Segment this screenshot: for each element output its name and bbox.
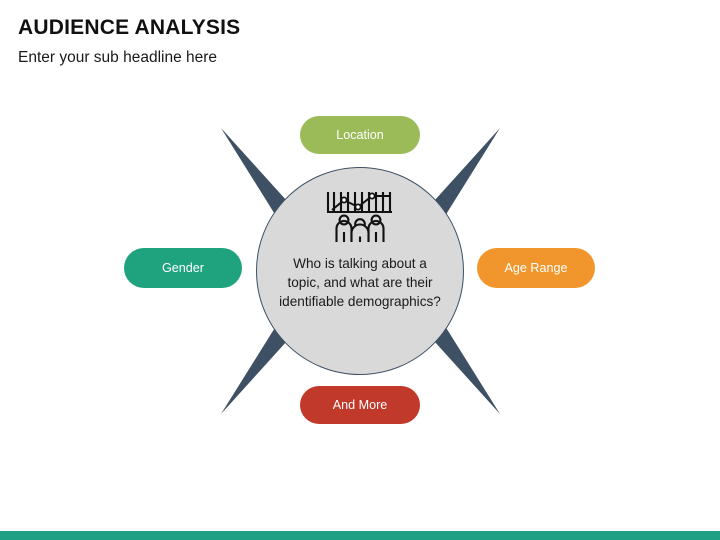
audience-demographics-icon xyxy=(326,192,392,242)
page-title: AUDIENCE ANALYSIS xyxy=(18,16,241,39)
pill-gender-label: Gender xyxy=(161,261,204,275)
pill-location[interactable]: Location xyxy=(300,116,420,154)
center-text-line-2: topic, and what are their xyxy=(287,275,433,290)
pill-age-range-label: Age Range xyxy=(504,261,568,275)
spoke-bottom-left xyxy=(221,318,296,414)
center-circle: Who is talking about a topic, and what a… xyxy=(256,167,464,375)
pill-gender[interactable]: Gender xyxy=(124,248,242,288)
center-text-line-1: Who is talking about a xyxy=(293,256,427,271)
pill-and-more-label: And More xyxy=(332,398,388,412)
center-text-line-3: identifiable demographics? xyxy=(279,294,441,309)
spoke-top-left xyxy=(221,128,296,224)
pill-age-range[interactable]: Age Range xyxy=(477,248,595,288)
pill-and-more[interactable]: And More xyxy=(300,386,420,424)
pill-location-label: Location xyxy=(336,128,384,142)
center-question-text: Who is talking about a topic, and what a… xyxy=(265,254,455,311)
spoke-bottom-right xyxy=(425,318,500,414)
page-subtitle: Enter your sub headline here xyxy=(18,49,218,66)
footer-accent-bar xyxy=(0,531,720,540)
spoke-top-right xyxy=(425,128,500,224)
